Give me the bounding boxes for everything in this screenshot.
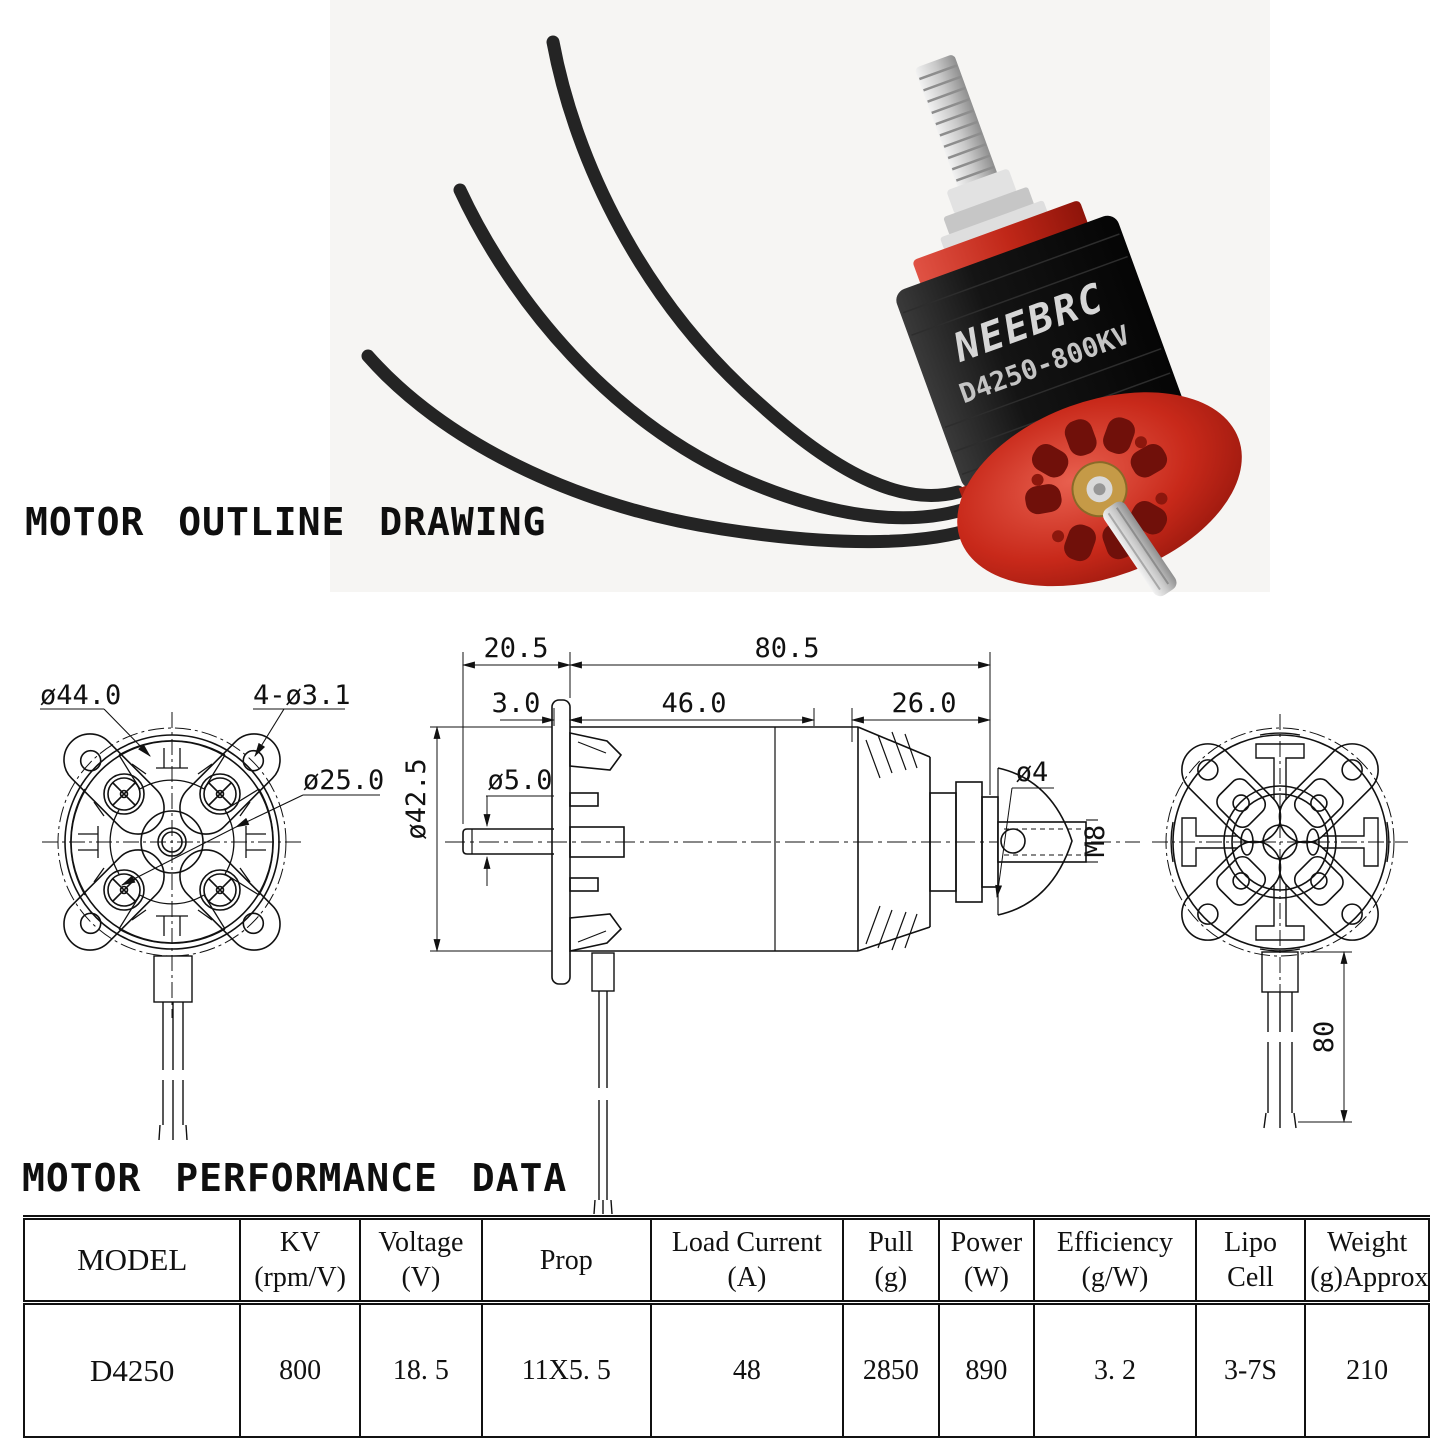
rear-view-drawing: 80 — [1152, 714, 1408, 1129]
header-model: MODEL — [22, 1216, 242, 1305]
cell-voltage: 18. 5 — [358, 1301, 484, 1438]
front-mount-holes-label: 4-ø3.1 — [253, 680, 351, 711]
cell-weight: 210 — [1304, 1301, 1430, 1438]
header-pull: Pull(g) — [842, 1216, 940, 1305]
dim-body-length: 46.0 — [661, 688, 726, 719]
cell-power: 890 — [937, 1301, 1036, 1438]
cell-prop: 11X5. 5 — [481, 1301, 652, 1438]
header-load-current: Load Current(A) — [649, 1216, 845, 1305]
header-power: Power(W) — [937, 1216, 1036, 1305]
cell-efficiency: 3. 2 — [1033, 1301, 1197, 1438]
motor-wires — [361, 35, 982, 549]
red-bottom-bell — [957, 392, 1242, 597]
cell-model: D4250 — [22, 1301, 242, 1438]
dim-wire-length: 80 — [1309, 1021, 1340, 1054]
dim-total-length: 80.5 — [754, 633, 819, 664]
side-view-dim-lines — [430, 652, 1054, 953]
rear-view-wires — [1261, 951, 1299, 1129]
motor-outline-drawing: ø44.0 4-ø3.1 ø25.0 — [40, 633, 1408, 1215]
cell-lipo-cell: 3-7S — [1194, 1301, 1307, 1438]
dim-flange-thickness: 3.0 — [492, 688, 541, 719]
bell-fins — [865, 731, 918, 951]
rear-t-poles — [1170, 732, 1390, 952]
side-view-wire — [591, 952, 615, 1215]
header-kv: KV(rpm/V) — [239, 1216, 361, 1305]
threaded-shaft — [915, 55, 1048, 250]
header-voltage: Voltage(V) — [358, 1216, 484, 1305]
front-view-wires — [153, 955, 193, 1141]
outline-drawing-title: MOTOR OUTLINE DRAWING — [25, 500, 547, 544]
header-prop: Prop — [481, 1216, 652, 1305]
cell-kv: 800 — [239, 1301, 361, 1438]
table-data-row: D4250 800 18. 5 11X5. 5 48 2850 890 3. 2… — [22, 1301, 1430, 1438]
header-efficiency: Efficiency(g/W) — [1033, 1216, 1197, 1305]
dim-shaft-length: 20.5 — [483, 633, 548, 664]
red-top-ring — [913, 201, 1088, 286]
front-view-leaders — [40, 708, 380, 886]
performance-table-wrap: MODEL KV(rpm/V) Voltage(V) Prop Load Cur… — [22, 1215, 1430, 1438]
dim-thread-spec: M8 — [1080, 825, 1111, 858]
performance-table: MODEL KV(rpm/V) Voltage(V) Prop Load Cur… — [22, 1215, 1430, 1438]
motor-product-photo: NEEBRC D4250-800KV — [330, 0, 1270, 597]
stator-windows — [70, 740, 274, 944]
front-screws — [103, 773, 241, 911]
performance-data-title: MOTOR PERFORMANCE DATA — [22, 1156, 568, 1200]
dim-body-diameter: ø42.5 — [401, 758, 432, 839]
header-weight: Weight(g)Approx — [1304, 1216, 1430, 1305]
rear-shaft-stub — [1103, 501, 1177, 597]
cell-pull: 2850 — [842, 1301, 940, 1438]
cell-load-current: 48 — [649, 1301, 845, 1438]
front-bolt-circle-label: ø25.0 — [303, 765, 384, 796]
table-header-row: MODEL KV(rpm/V) Voltage(V) Prop Load Cur… — [22, 1216, 1430, 1305]
motor-body-photo: NEEBRC D4250-800KV — [896, 55, 1242, 597]
dim-prop-shaft-diameter: ø4 — [1016, 757, 1049, 788]
rear-view-dim-lines — [1298, 950, 1352, 1124]
front-case-diameter-label: ø44.0 — [40, 680, 121, 711]
mounting-lugs — [63, 733, 281, 951]
front-view-drawing: ø44.0 4-ø3.1 ø25.0 — [40, 680, 384, 1141]
rear-lugs — [1181, 743, 1379, 941]
black-can: NEEBRC D4250-800KV — [896, 215, 1184, 489]
dim-shaft-diameter: ø5.0 — [487, 765, 552, 796]
side-view-drawing: 20.5 80.5 3.0 46.0 26.0 ø42.5 ø5.0 ø4 M8 — [401, 633, 1140, 1215]
dim-rear-length: 26.0 — [891, 688, 956, 719]
